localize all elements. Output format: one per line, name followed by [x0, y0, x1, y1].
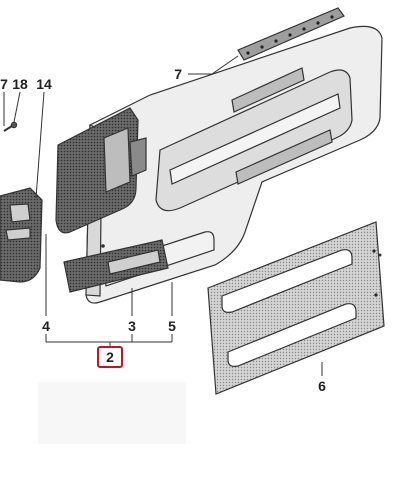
part-18-screw: [3, 121, 18, 132]
faint-background-area: [38, 382, 186, 444]
part-7-mounting-strip: [237, 7, 345, 61]
callout-2[interactable]: 2: [106, 349, 114, 365]
callout-14: 14: [36, 76, 52, 92]
callout-18: 18: [12, 76, 28, 92]
callout-3: 3: [128, 318, 136, 334]
part-3-lower-vent: [63, 239, 169, 293]
leader-lines: [3, 55, 323, 376]
callout-7-left: 7: [0, 76, 8, 92]
part-6-plate: [207, 221, 385, 395]
highlight-box-2[interactable]: [97, 346, 123, 368]
callout-6: 6: [318, 378, 326, 394]
callout-4: 4: [42, 318, 50, 334]
part-5-grille-frame: [85, 25, 383, 304]
callout-7-top: 7: [174, 66, 182, 82]
callout-5: 5: [168, 318, 176, 334]
part-14-side-panel: [0, 187, 43, 283]
part-4-air-duct: [55, 107, 147, 234]
